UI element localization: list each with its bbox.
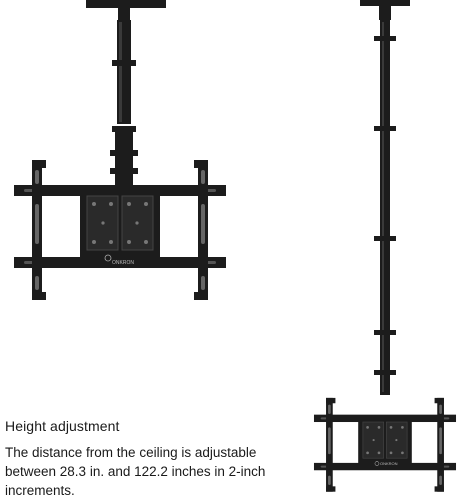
extended-ceiling-mount	[313, 0, 457, 493]
short-ceiling-mount	[13, 0, 227, 301]
caption-block: Height adjustment The distance from the …	[5, 418, 305, 500]
caption-body: The distance from the ceiling is adjusta…	[5, 445, 266, 498]
brand-logo-right: ONKRON	[380, 461, 398, 466]
caption-title: Height adjustment	[5, 418, 120, 434]
ceiling-plate-left	[86, 0, 166, 8]
ceiling-plate-right	[360, 0, 410, 6]
brand-logo-left: ONKRON	[112, 260, 134, 266]
